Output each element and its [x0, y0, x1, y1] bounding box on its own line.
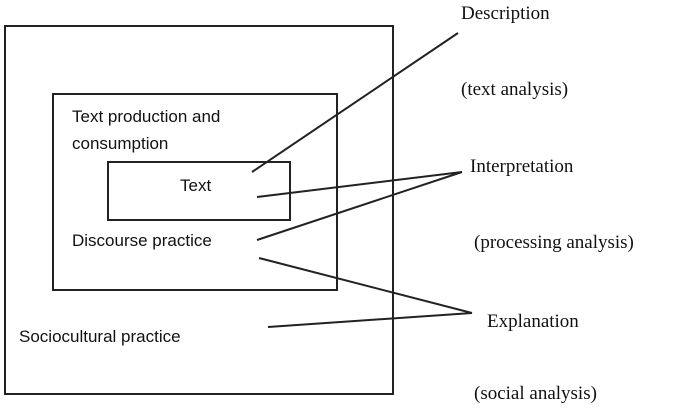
interpretation-connector-text — [256, 171, 463, 198]
production-label-line2: consumption — [72, 134, 169, 153]
discourse-practice-label: Discourse practice — [72, 231, 212, 250]
interpretation-connector-discourse — [256, 171, 463, 241]
description-label: Description — [461, 3, 550, 24]
description-connector — [251, 32, 459, 173]
explanation-connector-sociocultural — [267, 312, 473, 328]
production-label-line1: Text production and — [72, 107, 221, 126]
discourse-practice-box — [52, 93, 338, 291]
processing-analysis-label: (processing analysis) — [474, 232, 634, 253]
text-label: Text — [180, 176, 212, 195]
sociocultural-practice-label: Sociocultural practice — [19, 327, 181, 346]
sociocultural-practice-box — [4, 25, 394, 395]
text-box — [107, 161, 291, 221]
social-analysis-label: (social analysis) — [474, 383, 597, 404]
explanation-connector-discourse — [258, 257, 473, 314]
interpretation-label: Interpretation — [470, 156, 574, 177]
text-analysis-label: (text analysis) — [461, 79, 569, 100]
explanation-label: Explanation — [487, 311, 579, 332]
